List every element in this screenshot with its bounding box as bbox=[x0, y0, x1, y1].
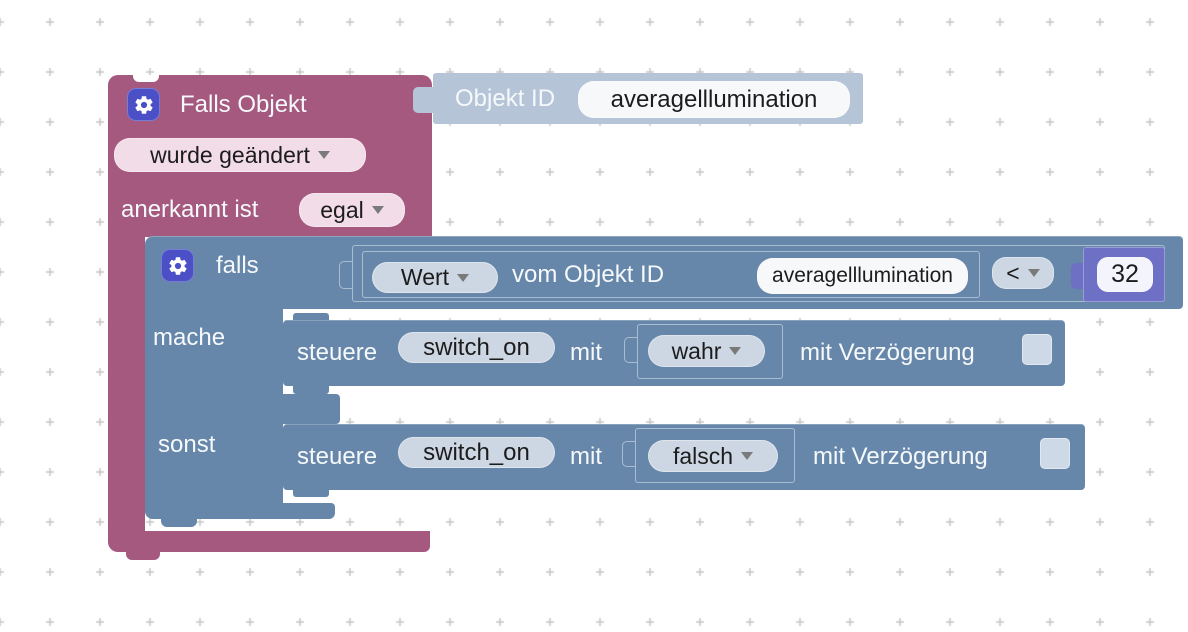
trigger-next-connector bbox=[126, 552, 160, 560]
if-block-foot bbox=[145, 503, 335, 519]
dropdown-arrow-icon bbox=[457, 273, 470, 282]
else-target-value: switch_on bbox=[423, 438, 530, 466]
if-label: falls bbox=[216, 251, 259, 279]
attribute-dropdown-label: Wert bbox=[400, 264, 450, 290]
with-label: mit bbox=[570, 443, 602, 470]
else-statement-bottom-connector bbox=[293, 489, 329, 497]
dropdown-arrow-icon bbox=[1027, 269, 1040, 277]
with-label: mit bbox=[570, 339, 602, 366]
objectid-block-connector bbox=[413, 87, 435, 113]
trigger-event-dropdown-label: wurde geändert bbox=[150, 141, 310, 168]
bool-dropdown[interactable]: falsch bbox=[648, 440, 778, 472]
trigger-ack-dropdown[interactable]: egal bbox=[299, 193, 405, 227]
gear-glyph bbox=[168, 256, 187, 275]
gear-glyph bbox=[134, 95, 153, 114]
bool-dropdown-label: wahr bbox=[671, 337, 722, 364]
do-statement-bottom-connector bbox=[293, 386, 329, 394]
do-target-field[interactable]: switch_on bbox=[398, 332, 555, 363]
bool-dropdown[interactable]: wahr bbox=[648, 335, 765, 367]
control-label: steuere bbox=[297, 339, 378, 366]
operator-dropdown-label: < bbox=[1006, 259, 1020, 286]
trigger-block-footer[interactable] bbox=[108, 531, 430, 552]
number-block-connector bbox=[1071, 263, 1085, 289]
delay-checkbox[interactable] bbox=[1022, 334, 1052, 365]
bool-block-connector bbox=[622, 441, 636, 467]
else-label: sonst bbox=[158, 431, 216, 458]
gear-icon[interactable] bbox=[127, 88, 160, 121]
dropdown-arrow-icon bbox=[741, 452, 754, 460]
objectid-label: Objekt ID bbox=[455, 84, 556, 112]
trigger-block-spine[interactable] bbox=[108, 236, 145, 532]
number-value-field[interactable]: 32 bbox=[1097, 257, 1153, 292]
delay-label: mit Verzögerung bbox=[813, 443, 988, 470]
objectid-value: averagelllumination bbox=[610, 85, 818, 113]
condition-objectid-value: averagelllumination bbox=[772, 264, 953, 287]
operator-dropdown[interactable]: < bbox=[992, 257, 1054, 289]
trigger-ack-dropdown-label: egal bbox=[320, 196, 364, 223]
control-label: steuere bbox=[297, 443, 378, 470]
delay-label: mit Verzögerung bbox=[800, 339, 975, 366]
number-value: 32 bbox=[1111, 260, 1139, 288]
else-statement-top-connector bbox=[293, 417, 329, 425]
bool-block-connector bbox=[624, 337, 638, 363]
dropdown-arrow-icon bbox=[371, 206, 384, 214]
trigger-top-notch bbox=[133, 75, 159, 82]
else-target-field[interactable]: switch_on bbox=[398, 437, 555, 468]
delay-checkbox[interactable] bbox=[1040, 438, 1070, 469]
trigger-title: Falls Objekt bbox=[180, 90, 307, 118]
if-next-connector bbox=[161, 519, 197, 527]
dropdown-arrow-icon bbox=[317, 151, 330, 159]
dropdown-arrow-icon bbox=[729, 347, 742, 355]
trigger-ack-label: anerkannt ist bbox=[121, 196, 259, 223]
do-target-value: switch_on bbox=[423, 333, 530, 361]
do-label: mache bbox=[153, 324, 226, 351]
compare-block-connector bbox=[339, 261, 353, 289]
attribute-dropdown[interactable]: Wert bbox=[372, 262, 498, 293]
do-statement-top-connector bbox=[293, 313, 329, 321]
gear-icon[interactable] bbox=[161, 249, 194, 282]
objectid-value-field[interactable]: averagelllumination bbox=[578, 81, 850, 118]
condition-objectid-field[interactable]: averagelllumination bbox=[757, 258, 968, 294]
bool-dropdown-label: falsch bbox=[672, 442, 734, 469]
trigger-event-dropdown[interactable]: wurde geändert bbox=[114, 138, 366, 172]
of-object-label: vom Objekt ID bbox=[512, 260, 665, 288]
